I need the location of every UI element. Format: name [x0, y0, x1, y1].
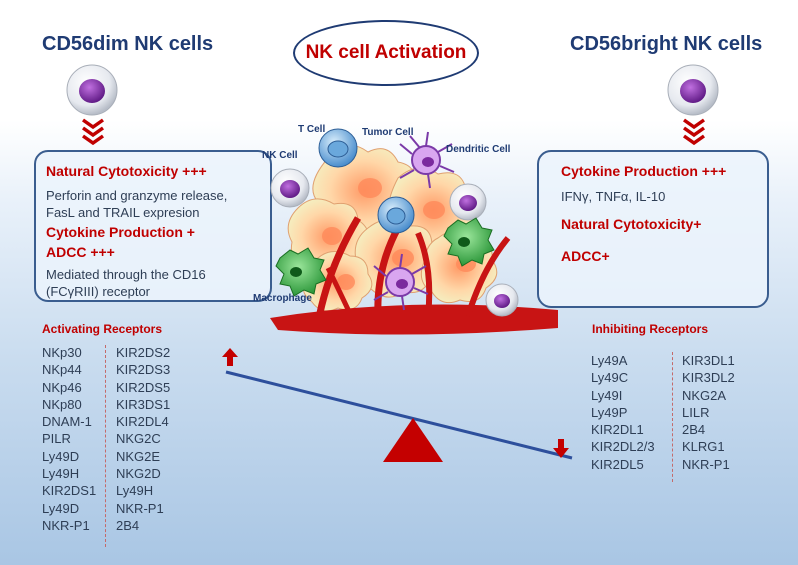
receptor-item: Ly49P: [591, 404, 628, 420]
receptor-item: KIR2DS3: [116, 362, 171, 378]
receptor-item: KIR2DL5: [591, 456, 644, 472]
receptor-item: NKR-P1: [42, 517, 90, 533]
left-adcc-text-2: (FCγRIII) receptor: [46, 284, 151, 299]
nk-cell-right-1: [449, 183, 487, 221]
t-cell-label: T Cell: [298, 124, 326, 135]
receptor-item: KLRG1: [682, 439, 725, 455]
receptor-item: DNAM-1: [42, 414, 92, 430]
macrophage: [275, 247, 327, 297]
receptor-item: KIR2DL1: [591, 422, 644, 438]
blood-vessel: [270, 216, 558, 335]
right-natural-cytotoxicity: Natural Cytotoxicity+: [561, 216, 702, 232]
left-header: CD56dim NK cells: [42, 33, 214, 55]
receptor-item: Ly49H: [116, 483, 154, 499]
receptor-item: KIR2DL4: [116, 414, 169, 430]
dendritic-cell: [399, 131, 455, 189]
receptor-item: Ly49C: [591, 370, 629, 386]
receptor-item: NKR-P1: [116, 500, 164, 516]
receptor-item: KIR2DS5: [116, 379, 171, 395]
receptor-item: NKp46: [42, 379, 82, 395]
title-oval: NK cell Activation: [293, 20, 479, 86]
nk-cell-icon-left: [66, 64, 118, 116]
left-adcc-text-1: Mediated through the CD16: [46, 267, 206, 282]
nk-cell-right-2: [485, 283, 519, 317]
chevron-down-icon-right: [682, 118, 706, 146]
tumor-cell-label: Tumor Cell: [362, 127, 414, 138]
receptor-item: Ly49H: [42, 466, 80, 482]
receptor-item: Ly49I: [591, 387, 623, 403]
nk-cell-label: NK Cell: [262, 150, 298, 161]
t-cell: [318, 128, 358, 168]
nk-cell-icon-right: [667, 64, 719, 116]
receptor-item: KIR3DS1: [116, 396, 171, 412]
receptor-item: NKG2C: [116, 431, 161, 447]
receptor-item: LILR: [682, 404, 710, 420]
receptor-item: Ly49A: [591, 353, 628, 368]
receptor-item: KIR3DL2: [682, 370, 735, 386]
balance-scale: [222, 348, 573, 462]
receptor-item: NKG2A: [682, 387, 727, 403]
receptor-item: KIR2DS2: [116, 345, 171, 360]
receptor-item: NKp80: [42, 396, 82, 412]
left-cytokine-production: Cytokine Production +: [46, 224, 195, 240]
balance-beam: [225, 370, 573, 460]
receptor-item: KIR3DL1: [682, 353, 735, 368]
right-cytokine-production: Cytokine Production +++: [561, 163, 727, 179]
t-cell-2: [377, 196, 415, 234]
tumor-microenvironment-illustration: [270, 128, 558, 335]
receptor-item: NKp30: [42, 345, 82, 360]
activating-receptors-title: Activating Receptors: [42, 322, 163, 336]
left-cytotoxicity-text-1: Perforin and granzyme release,: [46, 188, 228, 203]
receptor-item: KIR2DL2/3: [591, 439, 655, 455]
activating-divider: [105, 345, 106, 547]
receptor-item: Ly49D: [42, 448, 80, 464]
receptor-item: NKp44: [42, 362, 82, 378]
balance-fulcrum-triangle: [383, 418, 443, 462]
arrow-up-icon: [222, 348, 238, 366]
arrow-down-icon: [553, 439, 569, 458]
receptor-item: 2B4: [116, 517, 140, 533]
receptor-item: NKR-P1: [682, 456, 730, 472]
left-adcc: ADCC +++: [46, 244, 115, 260]
nk-cell-central: [270, 168, 310, 208]
inhibiting-divider: [672, 352, 673, 482]
receptor-item: KIR2DS1: [42, 483, 97, 499]
page-title: NK cell Activation: [305, 42, 467, 63]
receptor-item: Ly49D: [42, 500, 80, 516]
right-panel: Cytokine Production +++ IFNγ, TNFα, IL-1…: [537, 150, 769, 308]
receptor-item: NKG2D: [116, 466, 161, 482]
right-header: CD56bright NK cells: [570, 33, 763, 55]
right-adcc: ADCC+: [561, 248, 610, 264]
dendritic-cell-label: Dendritic Cell: [446, 144, 511, 155]
left-natural-cytotoxicity: Natural Cytotoxicity +++: [46, 163, 207, 179]
macrophage-2: [443, 217, 495, 267]
receptor-item: 2B4: [682, 422, 706, 438]
chevron-down-icon-left: [81, 118, 105, 146]
right-cytokine-text: IFNγ, TNFα, IL-10: [561, 189, 666, 204]
left-cytotoxicity-text-2: FasL and TRAIL expresion: [46, 205, 200, 220]
receptor-item: NKG2E: [116, 448, 161, 464]
dendritic-cell-2: [373, 253, 429, 311]
receptor-item: PILR: [42, 431, 71, 447]
macrophage-label: Macrophage: [253, 293, 312, 304]
inhibiting-receptors-title: Inhibiting Receptors: [592, 322, 709, 336]
left-panel: Natural Cytotoxicity +++ Perforin and gr…: [34, 150, 272, 302]
